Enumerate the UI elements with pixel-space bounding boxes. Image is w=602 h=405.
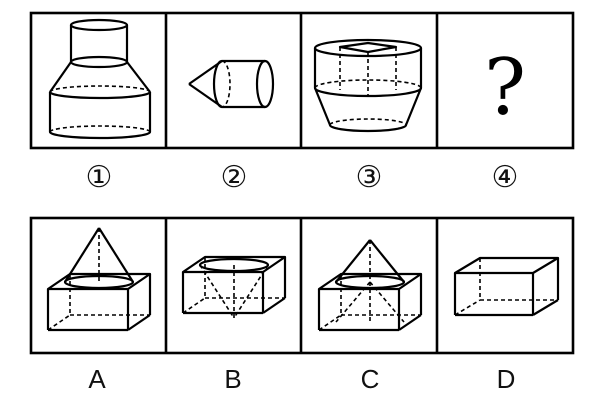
option-d-label[interactable]: D <box>496 364 516 394</box>
option-a-cone-on-cube <box>46 227 152 332</box>
figure-3-hollow-solid <box>313 38 423 133</box>
sequence-row-frame <box>29 11 575 150</box>
option-b-label[interactable]: B <box>224 364 242 394</box>
figure-4-label: ④ <box>491 160 519 195</box>
options-row-frame <box>29 216 575 355</box>
option-b-cube-cone-cavity <box>181 255 287 319</box>
question-mark: ? <box>484 43 526 133</box>
option-c-label[interactable]: C <box>360 364 380 394</box>
option-a-label[interactable]: A <box>88 364 106 394</box>
option-d-cube <box>453 256 560 317</box>
figure-2-cone-cylinder <box>188 59 275 109</box>
figure-1-stacked-solids <box>48 18 152 140</box>
figure-3-label: ③ <box>355 160 383 195</box>
option-c-cone-with-cavity <box>317 239 423 332</box>
figure-1-label: ① <box>85 160 113 195</box>
figure-2-label: ② <box>220 160 248 195</box>
